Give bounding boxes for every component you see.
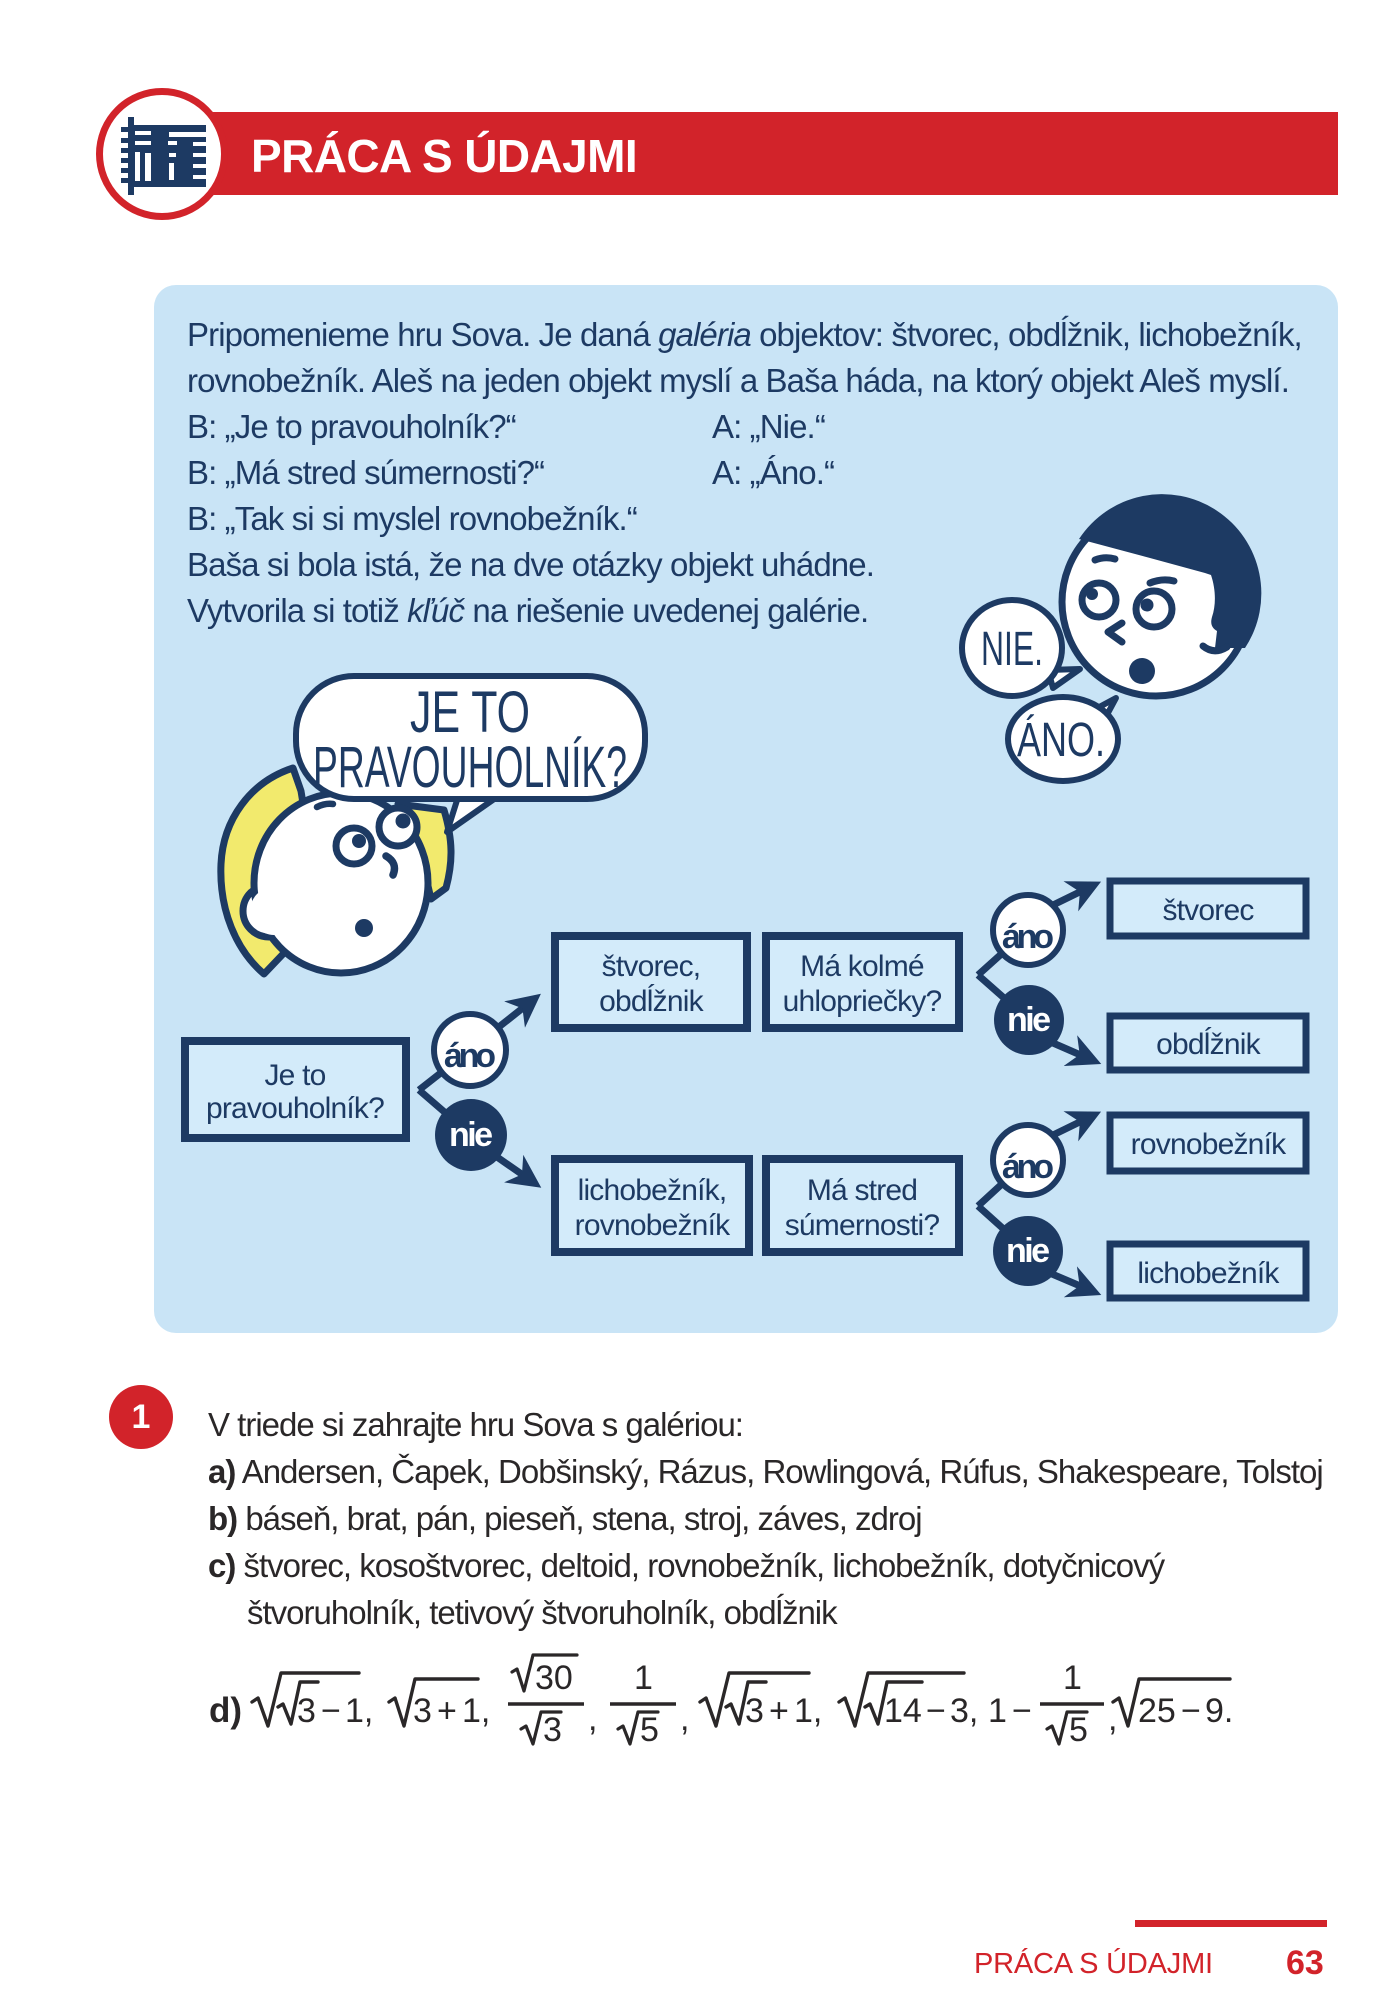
svg-text:d): d) — [209, 1691, 242, 1730]
svg-text:,: , — [680, 1700, 689, 1738]
svg-text:nie: nie — [1007, 1001, 1051, 1039]
svg-text:ÁNO.: ÁNO. — [1017, 714, 1105, 767]
svg-text:Má stred: Má stred — [807, 1174, 917, 1207]
svg-text:áno: áno — [1002, 918, 1054, 956]
svg-text:,: , — [1108, 1700, 1117, 1738]
svg-text:3: 3 — [745, 1692, 764, 1730]
svg-text:1: 1 — [634, 1659, 653, 1697]
svg-text:nie: nie — [449, 1116, 493, 1154]
svg-text:štvorec,: štvorec, — [602, 950, 701, 983]
svg-text:1,: 1, — [462, 1692, 490, 1730]
svg-text:obdĺžnik: obdĺžnik — [1156, 1027, 1261, 1061]
svg-text:Má kolmé: Má kolmé — [800, 950, 924, 983]
svg-text:+: + — [769, 1692, 789, 1730]
svg-text:3: 3 — [413, 1692, 432, 1730]
svg-text:1: 1 — [988, 1692, 1007, 1730]
svg-text:3: 3 — [297, 1692, 316, 1730]
svg-text:25: 25 — [1138, 1692, 1176, 1730]
svg-text:súmernosti?: súmernosti? — [785, 1209, 940, 1242]
svg-text:30: 30 — [535, 1659, 573, 1697]
svg-text:áno: áno — [1002, 1148, 1054, 1186]
svg-text:−: − — [1012, 1692, 1032, 1730]
svg-text:lichobežník,: lichobežník, — [578, 1174, 727, 1207]
svg-text:1: 1 — [1063, 1659, 1082, 1697]
svg-text:9.: 9. — [1205, 1692, 1233, 1730]
svg-text:rovnobežník: rovnobežník — [575, 1209, 731, 1242]
svg-text:obdĺžnik: obdĺžnik — [599, 984, 704, 1018]
svg-text:−: − — [1181, 1692, 1201, 1730]
svg-text:3: 3 — [543, 1711, 562, 1749]
svg-text:nie: nie — [1006, 1232, 1050, 1270]
svg-text:3,: 3, — [950, 1692, 978, 1730]
svg-text:−: − — [926, 1692, 946, 1730]
svg-text:NIE.: NIE. — [981, 623, 1043, 676]
svg-text:+: + — [437, 1692, 457, 1730]
svg-text:,: , — [588, 1700, 597, 1738]
svg-text:1,: 1, — [794, 1692, 822, 1730]
svg-text:rovnobežník: rovnobežník — [1131, 1128, 1287, 1161]
svg-text:PRAVOUHOLNÍK?: PRAVOUHOLNÍK? — [313, 735, 627, 800]
svg-text:uhlopriečky?: uhlopriečky? — [783, 985, 942, 1018]
svg-text:Je to: Je to — [264, 1059, 325, 1092]
svg-text:áno: áno — [444, 1037, 496, 1075]
svg-text:5: 5 — [640, 1711, 659, 1749]
svg-text:5: 5 — [1069, 1711, 1088, 1749]
svg-text:JE TO: JE TO — [410, 680, 530, 745]
svg-text:−: − — [321, 1692, 341, 1730]
svg-text:1,: 1, — [345, 1692, 373, 1730]
svg-text:štvorec: štvorec — [1162, 894, 1254, 927]
svg-text:pravouholník?: pravouholník? — [206, 1092, 384, 1125]
svg-text:14: 14 — [884, 1692, 922, 1730]
svg-text:lichobežník: lichobežník — [1137, 1257, 1280, 1290]
